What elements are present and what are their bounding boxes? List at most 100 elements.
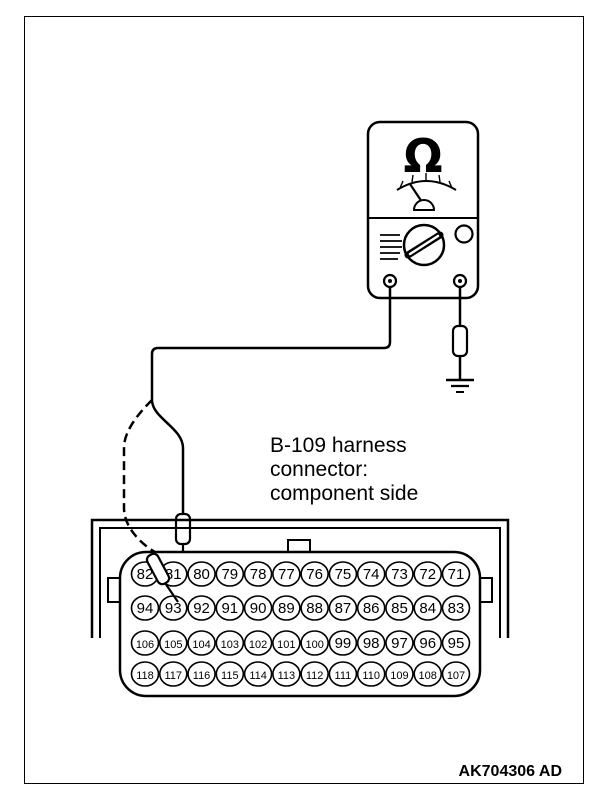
test-lead-wire	[150, 287, 392, 514]
pin-number: 91	[221, 600, 238, 617]
connector-pin: 117	[158, 661, 188, 687]
ohm-symbol: Ω	[403, 129, 442, 183]
back-probe-icon	[145, 552, 179, 603]
diagram-frame	[24, 16, 584, 784]
connector-pin: 118	[130, 661, 160, 687]
alternate-test-lead	[122, 399, 161, 557]
connector-pin: 83	[441, 595, 471, 621]
connector-pin: 85	[385, 595, 414, 621]
ohmmeter-icon	[366, 120, 480, 300]
pin-number: 74	[363, 566, 380, 583]
connector-pin: 110	[356, 661, 386, 687]
pin-number: 99	[335, 635, 352, 652]
pin-number: 113	[278, 670, 296, 682]
pin-number: 72	[419, 566, 436, 583]
connector-pin: 73	[385, 561, 414, 587]
connector-pin: 95	[441, 630, 471, 656]
connector-pin: 106	[130, 630, 160, 656]
harness-connector	[90, 518, 510, 698]
pin-number: 89	[278, 600, 295, 617]
pin-number: 108	[419, 670, 437, 682]
connector-pin: 114	[243, 661, 273, 687]
pin-number: 93	[165, 600, 182, 617]
pin-number: 95	[448, 635, 465, 652]
connector-pin: 104	[187, 630, 216, 656]
connector-pin: 90	[243, 595, 273, 621]
connector-pin: 71	[441, 561, 471, 587]
ground-lead	[451, 287, 469, 380]
pin-number: 104	[192, 639, 210, 651]
connector-pin: 103	[215, 630, 245, 656]
pin-number: 102	[249, 639, 267, 651]
pin-number: 97	[391, 635, 408, 652]
pin-number: 86	[363, 600, 380, 617]
caption-line-1: B-109 harness	[270, 434, 407, 457]
connector-pin: 96	[413, 630, 443, 656]
connector-pin: 74	[356, 561, 386, 587]
connector-pin: 97	[385, 630, 414, 656]
pin-number: 82	[137, 566, 154, 583]
caption-line-3: component side	[270, 482, 418, 505]
pin-number: 106	[136, 639, 154, 651]
pin-number: 79	[221, 566, 238, 583]
connector-pin: 72	[413, 561, 443, 587]
connector-pin: 115	[215, 661, 245, 687]
pin-number: 110	[362, 670, 380, 682]
pin-number: 116	[193, 670, 211, 682]
connector-pin: 76	[300, 561, 329, 587]
connector-pin: 109	[385, 661, 414, 687]
connector-pin: 89	[272, 595, 301, 621]
pin-number: 115	[221, 670, 239, 682]
pin-number: 94	[137, 600, 154, 617]
connector-pin: 116	[187, 661, 216, 687]
pin-number: 100	[305, 639, 323, 651]
connector-pin: 112	[300, 661, 329, 687]
connector-pin: 86	[356, 595, 386, 621]
connector-pin: 84	[413, 595, 443, 621]
connector-pin: 91	[215, 595, 245, 621]
connector-pin: 100	[300, 630, 329, 656]
pin-number: 105	[164, 639, 182, 651]
connector-pin: 102	[243, 630, 273, 656]
pin-number: 78	[250, 566, 267, 583]
connector-pin: 94	[130, 595, 160, 621]
pin-number: 96	[419, 635, 436, 652]
pin-number: 101	[277, 639, 295, 651]
connector-pin: 105	[158, 630, 188, 656]
connector-pin: 75	[328, 561, 358, 587]
figure-id: AK704306 AD	[459, 763, 562, 780]
connector-pin: 99	[328, 630, 358, 656]
pin-number: 76	[306, 566, 323, 583]
caption-line-2: connector:	[270, 458, 368, 481]
connector-pin: 107	[441, 661, 471, 687]
pin-number: 109	[390, 670, 408, 682]
pin-number: 107	[447, 670, 465, 682]
connector-pin: 77	[272, 561, 301, 587]
connector-pin: 88	[300, 595, 329, 621]
pin-number: 84	[419, 600, 436, 617]
connector-pin: 111	[328, 661, 358, 687]
pin-number: 73	[391, 566, 408, 583]
connector-pin: 101	[272, 630, 301, 656]
pin-number: 71	[448, 566, 465, 583]
connector-pin: 78	[243, 561, 273, 587]
pin-number: 80	[193, 566, 210, 583]
connector-pin: 113	[272, 661, 301, 687]
pin-number: 85	[391, 600, 408, 617]
connector-pin: 108	[413, 661, 443, 687]
pin-number: 83	[448, 600, 465, 617]
pin-number: 114	[249, 670, 267, 682]
pin-number: 98	[363, 635, 380, 652]
pin-number: 88	[306, 600, 323, 617]
ground-icon	[446, 378, 474, 393]
connector-pin: 98	[356, 630, 386, 656]
pin-number: 103	[221, 639, 239, 651]
pin-number: 87	[335, 600, 352, 617]
pin-number: 111	[335, 670, 352, 682]
pin-number: 117	[164, 670, 182, 682]
pin-number: 92	[193, 600, 210, 617]
pin-number: 75	[335, 566, 352, 583]
pin-number: 77	[278, 566, 295, 583]
connector-pin: 79	[215, 561, 245, 587]
